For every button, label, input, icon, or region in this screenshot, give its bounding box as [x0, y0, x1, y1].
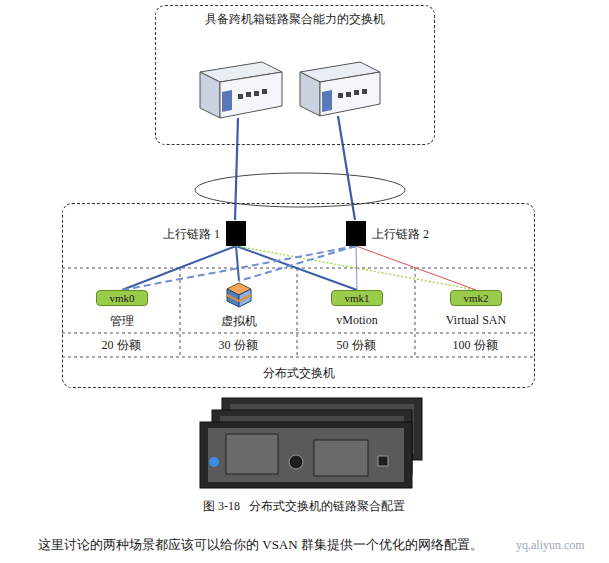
server-stack: [200, 398, 422, 488]
share-value: 100 份额: [453, 337, 498, 354]
uplink-wire: [235, 118, 238, 220]
port-name: vmk2: [450, 290, 501, 306]
watermark: yq.aliyun.com: [516, 538, 585, 553]
uplink-port: 上行链路 2: [346, 221, 366, 246]
vm-icon: [225, 281, 253, 309]
link-connector: [239, 246, 356, 281]
node-label: 上行链路 1: [163, 226, 220, 243]
port-name: vmk1: [331, 290, 382, 306]
virtual-machine: 虚拟机: [221, 281, 257, 330]
switch-icon: [200, 62, 282, 118]
port-label: 管理: [110, 313, 134, 330]
link-connector: [122, 246, 236, 290]
uplink-port: 上行链路 1: [226, 221, 246, 246]
link-connector: [356, 246, 476, 290]
port-label: Virtual SAN: [446, 313, 506, 328]
link-connector: [356, 246, 357, 290]
port-name: vmk0: [96, 290, 147, 306]
distributed-switch: 分布式交换机上行链路 1上行链路 2vmk0管理虚拟机vmk1vMotionvm…: [62, 203, 535, 388]
node-label: 上行链路 2: [372, 226, 429, 243]
node-label: 具备跨机箱链路聚合能力的交换机: [205, 11, 385, 28]
link-connector: [236, 246, 476, 290]
switch-region: 具备跨机箱链路聚合能力的交换机: [155, 5, 435, 145]
share-value: 50 份额: [337, 337, 376, 354]
vmkernel-port: vmk2Virtual SAN: [446, 290, 506, 328]
share-value: 20 份额: [102, 337, 141, 354]
uplink-wire: [338, 116, 355, 220]
aggregation-ellipse: [195, 173, 405, 207]
link-connector: [236, 246, 357, 290]
figure-caption: 图 3-18 分布式交换机的链路聚合配置: [203, 498, 405, 515]
vmkernel-port: vmk1 vMotion: [331, 290, 382, 328]
port-label: vMotion: [336, 313, 377, 328]
vmkernel-port: vmk0 管理: [96, 290, 147, 330]
body-text: 这里讨论的两种场景都应该可以给你的 VSAN 群集提供一个优化的网络配置。: [38, 536, 483, 554]
grid-lines: [62, 268, 535, 357]
node-label: 分布式交换机: [263, 365, 335, 382]
node-label: 虚拟机: [221, 313, 257, 330]
link-connector: [236, 246, 239, 281]
switch-icon: [300, 62, 380, 116]
share-value: 30 份额: [219, 337, 258, 354]
